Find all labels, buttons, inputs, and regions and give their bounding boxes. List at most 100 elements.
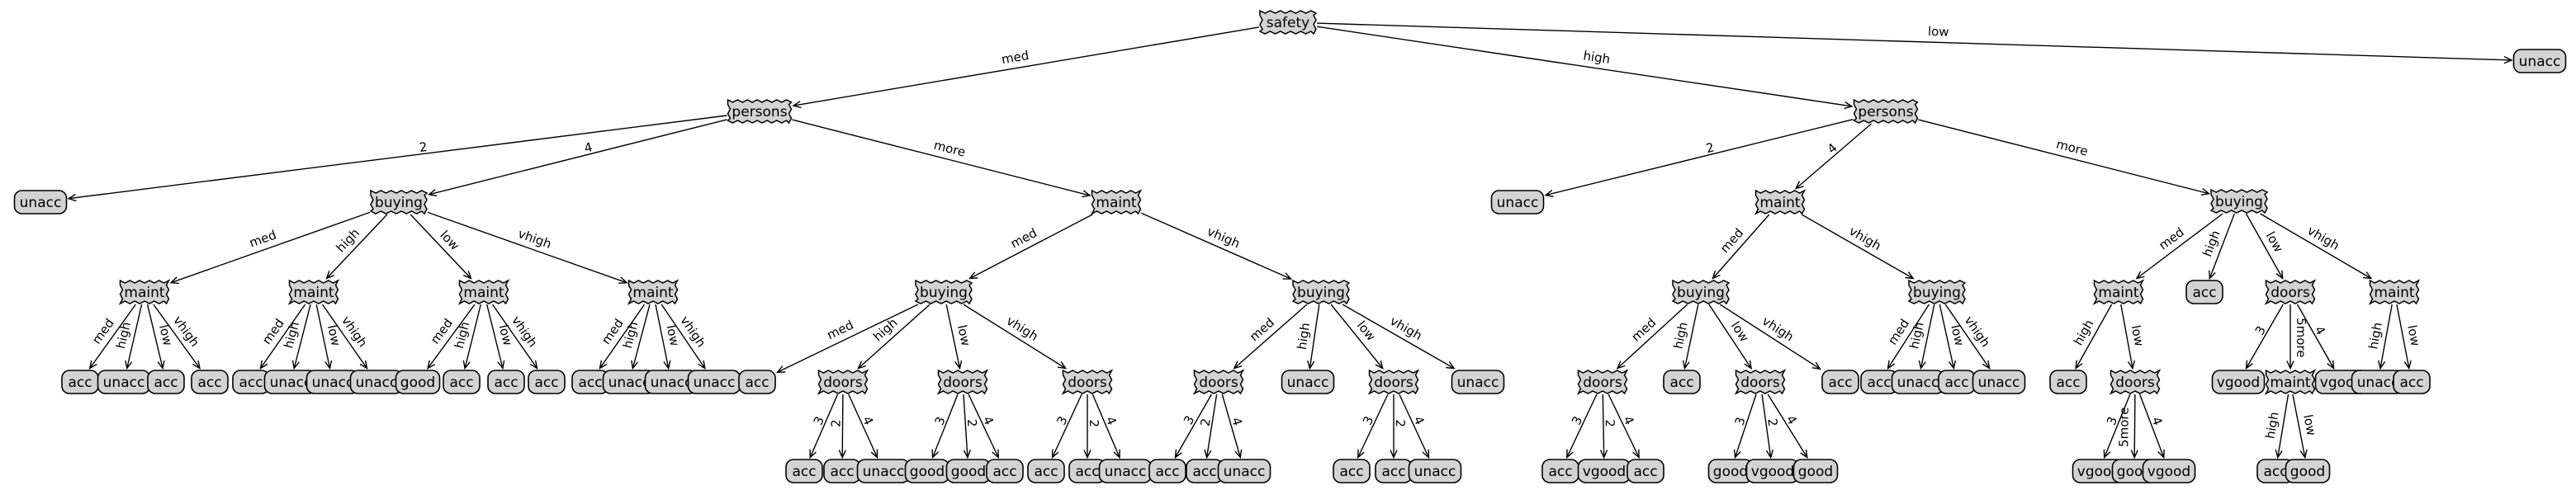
node-label-acc_hm2_high: acc	[2056, 375, 2080, 391]
node-label-buying_m4: buying	[375, 195, 423, 211]
node-maint_b4	[627, 279, 680, 305]
edge-label-4: 4	[859, 414, 876, 427]
edge-buying_m4-maint_b3	[410, 214, 471, 279]
edge-label-high: high	[1295, 322, 1314, 351]
edge-label-high: high	[2071, 317, 2097, 347]
node-unacc_d4_4	[1217, 459, 1271, 483]
node-label-maint_hv2: maint	[2374, 285, 2414, 301]
edge-doors_hlow-vgood_hlow_3	[2247, 304, 2284, 369]
node-label-unacc_d1_4: unacc	[863, 464, 905, 480]
node-label-unacc_b4_vhigh: unacc	[694, 375, 736, 391]
edge-doors_mm_low-good_d2_2	[963, 394, 968, 458]
edge-buying_mm-doors_mm_high	[859, 304, 930, 369]
node-label-unacc_hv_vhigh: unacc	[1978, 375, 2020, 391]
node-label-acc_b3_vhigh: acc	[534, 375, 558, 391]
edge-maint_hv2-unacc_hv2_high	[2380, 304, 2393, 369]
edge-buying_hv-unacc_hv_high	[1921, 304, 1935, 369]
node-label-unacc_d3_4: unacc	[1105, 464, 1147, 480]
node-label-unacc_root: unacc	[2519, 54, 2561, 70]
edge-label-low: low	[1354, 318, 1379, 343]
node-unacc_d5_4	[1408, 459, 1462, 483]
edge-label-low: low	[2263, 229, 2286, 255]
edge-buying_mv-unacc_mv_vhigh	[1342, 304, 1454, 369]
node-maint_b1	[118, 279, 171, 305]
node-label-unacc_d5_4: unacc	[1414, 464, 1456, 480]
node-label-doors_hm_low: doors	[1740, 375, 1780, 391]
edge-label-4: 4	[1410, 414, 1427, 427]
node-label-acc_hv_low: acc	[1944, 375, 1968, 391]
edge-label-4: 4	[980, 414, 997, 427]
edge-buying_mv-doors_mv_low	[1330, 304, 1383, 369]
edge-doors_hm_low-vgood_d7_2	[1761, 394, 1771, 458]
node-label-acc_d3_2: acc	[1075, 464, 1099, 480]
node-label-acc_hv2_low: acc	[2399, 375, 2423, 391]
node-label-unacc_b1_high: unacc	[103, 375, 145, 391]
node-label-maint_hm2: maint	[2098, 285, 2138, 301]
edge-label-4: 4	[2312, 323, 2328, 337]
edge-doors_mv_med-acc_d4_2	[1207, 394, 1218, 458]
edge-doors_hm_med-acc_d6_3	[1567, 394, 1598, 458]
edge-buying_mv-doors_mv_med	[1234, 304, 1308, 369]
edge-maint_hlow_5-acc_m5_high	[2278, 394, 2290, 458]
node-label-maint_mmore: maint	[1096, 195, 1136, 211]
edge-maint_b2-acc_b2_med	[261, 304, 306, 369]
node-label-maint_hlow_5: maint	[2270, 375, 2310, 391]
node-label-good_b3_med: good	[400, 375, 435, 391]
node-persons_h	[1853, 98, 1919, 125]
node-unacc_h2	[1490, 190, 1545, 214]
node-doors_hm2_low	[2109, 369, 2162, 395]
node-label-buying_hv: buying	[1913, 285, 1961, 301]
edge-doors_mm_vhigh-unacc_d3_4	[1091, 394, 1120, 458]
edge-safety-unacc_root	[1316, 22, 2512, 60]
edge-label-4: 4	[1783, 412, 1800, 427]
edge-maint_b4-acc_b4_med	[600, 304, 646, 369]
edge-label-4: 4	[1620, 413, 1636, 427]
edge-buying_mv-unacc_mv_high	[1309, 304, 1320, 369]
edge-label-low: low	[1928, 24, 1949, 40]
node-persons_m	[727, 98, 793, 125]
edge-maint_b3-acc_b3_vhigh	[491, 304, 537, 369]
edge-doors_mv_med-unacc_d4_4	[1221, 394, 1240, 458]
node-label-unacc_b2_high: unacc	[270, 375, 312, 391]
edge-label-2: 2	[1704, 139, 1716, 156]
edge-label-vhigh: vhigh	[170, 314, 202, 350]
edge-label-3: 3	[2252, 323, 2269, 337]
edge-maint_h4-buying_hm	[1713, 214, 1770, 279]
node-maint_b2	[287, 279, 340, 305]
node-label-maint_b1: maint	[124, 285, 164, 301]
node-buying_mm	[914, 279, 973, 305]
node-label-acc_d1_2: acc	[830, 464, 854, 480]
node-label-persons_h: persons	[1858, 104, 1913, 120]
node-label-acc_b3_low: acc	[494, 375, 518, 391]
edge-label-low: low	[1948, 323, 1967, 347]
node-maint_mmore	[1090, 189, 1143, 215]
node-label-vgood_d7_2: vgood	[1751, 464, 1794, 480]
node-acc_hv2_low	[2393, 370, 2431, 394]
node-label-good_d7_4: good	[1798, 464, 1833, 480]
edge-maint_hm2-doors_hm2_low	[2120, 304, 2133, 369]
edge-safety-persons_m	[793, 26, 1260, 106]
edge-doors_mm_high-acc_d1_3	[810, 394, 839, 458]
node-label-vgood_hlow_3: vgood	[2217, 375, 2260, 391]
edge-buying_m4-maint_b4	[427, 211, 627, 282]
node-label-acc_d4_3: acc	[1155, 464, 1179, 480]
node-label-vgood_d6_2: vgood	[1583, 464, 1626, 480]
node-maint_b3	[457, 279, 510, 305]
node-doors_mm_vhigh	[1061, 369, 1114, 395]
edge-label-vhigh: vhigh	[1004, 314, 1041, 344]
edge-persons_m-buying_m4	[429, 119, 727, 195]
edge-label-high: high	[2262, 411, 2281, 440]
edge-buying_m4-maint_b2	[327, 214, 388, 279]
edge-buying_hv-acc_hv_med	[1888, 304, 1930, 369]
node-label-good_d2_2: good	[951, 464, 986, 480]
node-label-acc_d5_2: acc	[1381, 464, 1405, 480]
node-label-doors_hm_med: doors	[1583, 375, 1622, 391]
edge-label-vhigh: vhigh	[1962, 314, 1993, 350]
edge-label-2: 2	[1764, 417, 1780, 427]
node-good_m5_low	[2285, 459, 2331, 483]
edge-label-high: high	[2200, 229, 2223, 259]
edge-label-3: 3	[931, 414, 948, 427]
node-label-acc_mm_med: acc	[745, 375, 769, 391]
edge-doors_hm_low-good_d7_4	[1767, 394, 1807, 458]
